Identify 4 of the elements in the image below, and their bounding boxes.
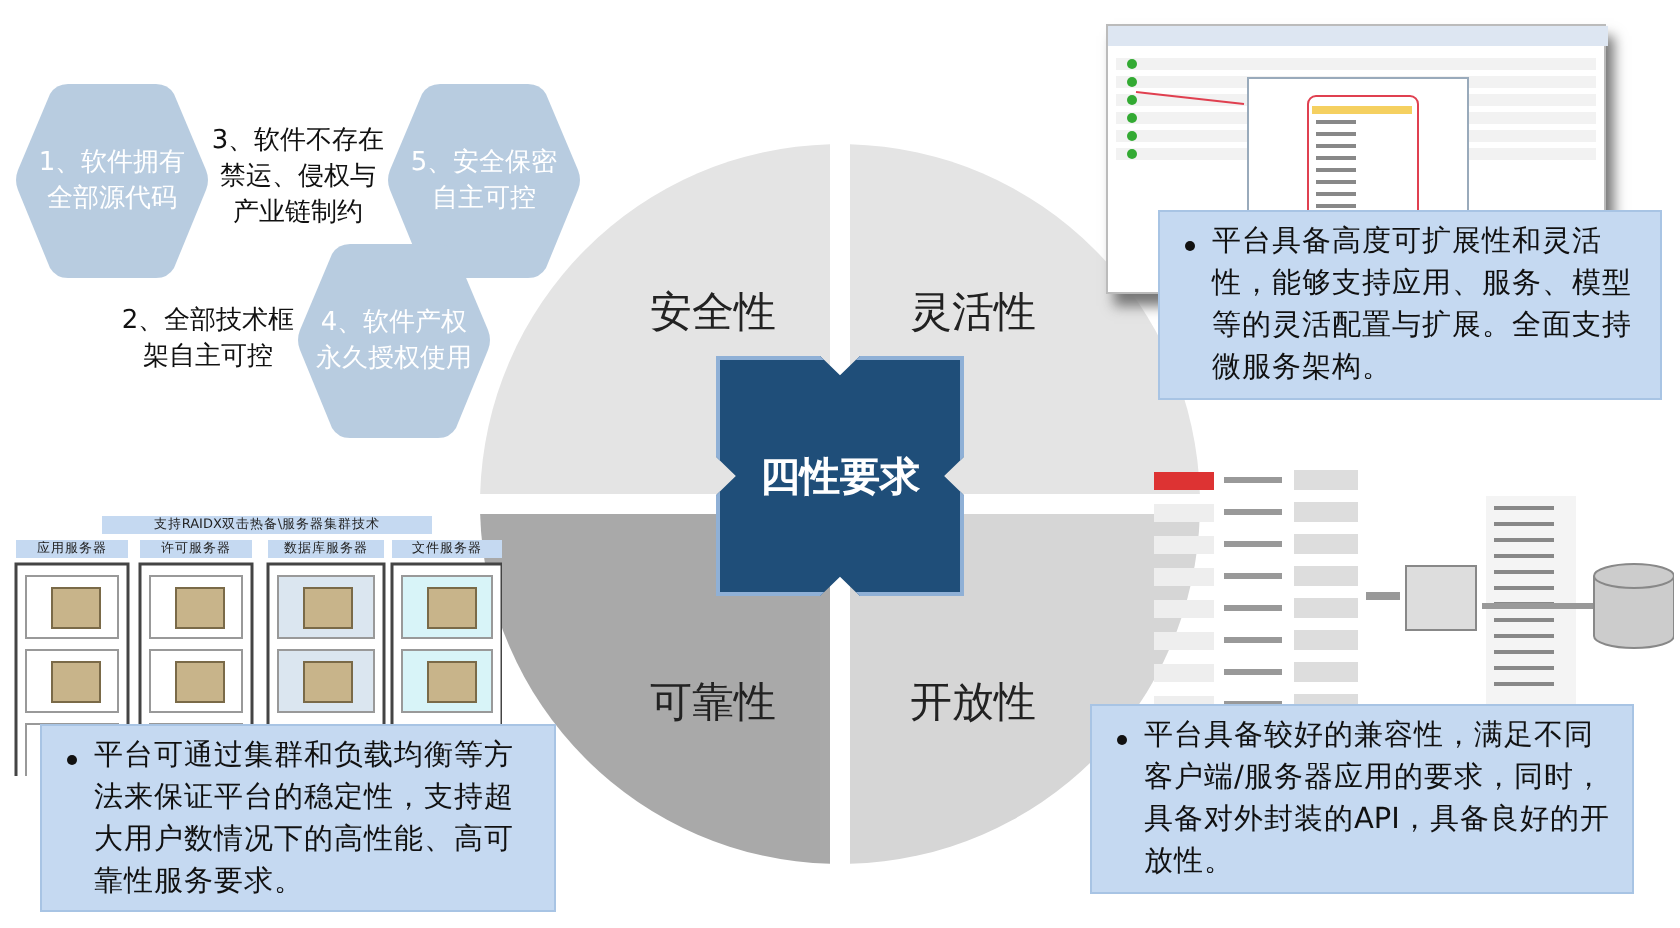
center-box: 四性要求	[716, 356, 964, 596]
hexagon-caption: 3、软件不存在禁运、侵权与产业链制约	[209, 124, 387, 232]
hexagon-caption: 2、全部技术框架自主可控	[119, 304, 297, 376]
note-text: 平台具备高度可扩展性和灵活性，能够支持应用、服务、模型等的灵活配置与扩展。全面支持微服务架构。	[1212, 226, 1632, 384]
